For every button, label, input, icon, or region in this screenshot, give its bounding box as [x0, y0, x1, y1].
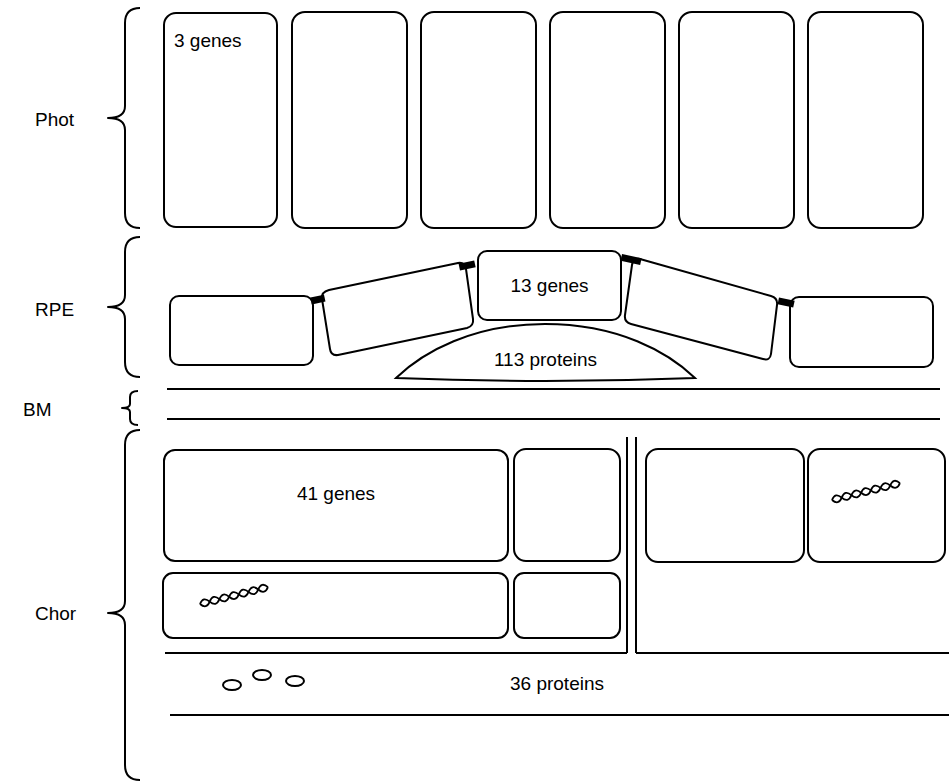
- tight-junction: [621, 254, 642, 265]
- photoreceptor-cell: [679, 12, 794, 228]
- photoreceptor-cell: [808, 12, 923, 228]
- node-text: 3 genes: [174, 30, 242, 52]
- brace: [122, 391, 138, 425]
- choroid-cell: [514, 573, 620, 638]
- node-text: 41 genes: [297, 483, 375, 505]
- brace: [108, 8, 140, 228]
- tight-junction: [459, 260, 476, 270]
- vessel-wall: [636, 652, 949, 654]
- brace: [108, 237, 140, 377]
- particle: [286, 676, 304, 686]
- layer-label: RPE: [35, 299, 74, 321]
- choroid-cell: 41 genes: [163, 449, 509, 562]
- tight-junction: [778, 297, 795, 307]
- photoreceptor-cell: [292, 12, 407, 228]
- layer-label: Phot: [35, 109, 74, 131]
- rpe-cell: [170, 296, 313, 365]
- particle: [223, 680, 241, 690]
- photoreceptor-cell: 3 genes: [163, 12, 278, 228]
- photoreceptor-cell: [421, 12, 536, 228]
- rpe-cell: [790, 297, 933, 367]
- vessel-wall: [165, 652, 627, 654]
- node-text: 13 genes: [510, 275, 588, 297]
- choroid-cell: [808, 449, 945, 562]
- vessel-wall: [170, 714, 949, 716]
- rpe-cell: [322, 263, 473, 355]
- dna-helix: [199, 584, 269, 608]
- protein-deposit: 113 proteins: [393, 322, 698, 382]
- bruch-membrane: [167, 388, 940, 390]
- choroid-band: 36 proteins: [165, 655, 949, 713]
- tight-junction: [310, 295, 325, 305]
- node-text: 113 proteins: [494, 349, 597, 371]
- layer-label: Chor: [35, 603, 76, 625]
- choroid-cell: [163, 573, 508, 638]
- brace: [108, 430, 140, 780]
- vessel-wall: [626, 437, 628, 653]
- rpe-cell: 13 genes: [477, 250, 622, 321]
- layer-label: BM: [23, 399, 52, 421]
- node-text: 36 proteins: [510, 673, 604, 695]
- rpe-cell: [625, 259, 777, 360]
- bruch-membrane: [167, 418, 940, 420]
- vessel-wall: [635, 437, 637, 653]
- particle: [253, 670, 271, 680]
- choroid-cell: [514, 449, 620, 561]
- dna-helix: [831, 480, 901, 504]
- choroid-cell: [646, 449, 804, 562]
- photoreceptor-cell: [550, 12, 665, 228]
